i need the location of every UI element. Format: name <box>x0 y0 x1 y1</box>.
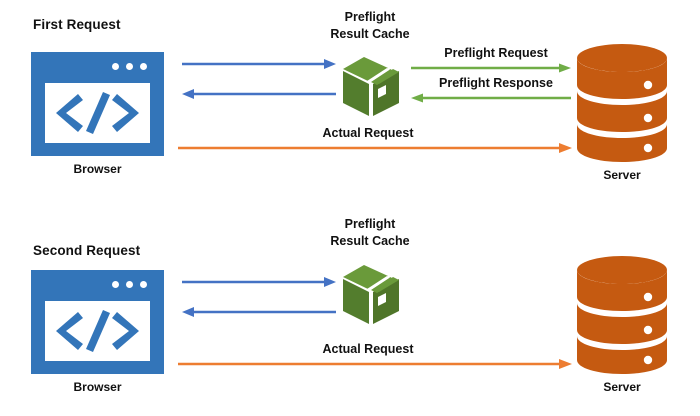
actual-request-label: Actual Request <box>322 342 414 356</box>
section-title-first-request: First Request <box>33 17 121 32</box>
code-brackets-icon <box>56 92 139 134</box>
connector-preflight-response <box>411 93 571 103</box>
section-title-second-request: Second Request <box>33 243 141 258</box>
cache-title: Preflight Result Cache <box>312 9 428 43</box>
connector-preflight-request <box>411 63 571 73</box>
browser-dot <box>126 281 133 288</box>
actual-request-label: Actual Request <box>322 126 414 140</box>
browser-viewport <box>45 301 150 361</box>
browser-caption: Browser <box>73 162 122 176</box>
code-brackets-icon <box>56 310 139 352</box>
connector-browser-to-cache <box>182 59 336 69</box>
browser-caption: Browser <box>73 380 122 394</box>
browser-icon <box>31 270 164 374</box>
browser-window-dots <box>112 281 147 288</box>
browser-dot <box>112 63 119 70</box>
section-second-request: Second Request Browser Preflight Result … <box>0 208 700 416</box>
browser-dot <box>126 63 133 70</box>
server-caption: Server <box>603 380 641 394</box>
server-database-icon <box>577 44 667 162</box>
connector-browser-to-cache <box>182 277 336 287</box>
connector-cache-to-browser <box>182 307 336 317</box>
cache-title-line-1: Preflight <box>344 10 396 24</box>
connector-actual-request <box>178 143 572 153</box>
server-database-icon <box>577 256 667 374</box>
cache-title-line-2: Result Cache <box>330 27 410 41</box>
server-caption: Server <box>603 168 641 182</box>
preflight-request-label: Preflight Request <box>444 46 548 60</box>
browser-icon <box>31 52 164 156</box>
connector-actual-request <box>178 359 572 369</box>
browser-dot <box>140 63 147 70</box>
browser-window-dots <box>112 63 147 70</box>
section-first-request: First Request Browser Preflight Result C… <box>31 9 667 182</box>
cache-title: Preflight Result Cache <box>312 216 428 250</box>
cache-title-line-2: Result Cache <box>330 234 410 248</box>
preflight-response-label: Preflight Response <box>439 76 553 90</box>
cache-title-line-1: Preflight <box>344 217 396 231</box>
browser-dot <box>112 281 119 288</box>
preflight-result-cache-box-icon <box>343 265 399 324</box>
browser-viewport <box>45 83 150 143</box>
preflight-result-cache-box-icon <box>343 57 399 116</box>
connector-cache-to-browser <box>182 89 336 99</box>
browser-dot <box>140 281 147 288</box>
